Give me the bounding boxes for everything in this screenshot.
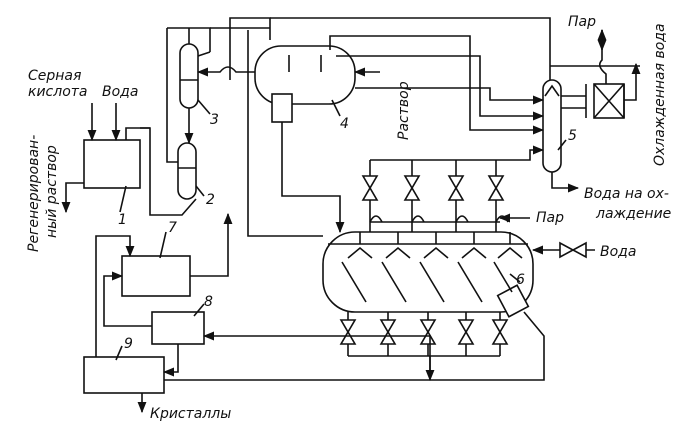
valve-top-1 <box>361 175 379 201</box>
label-water-right: Вода <box>600 244 636 260</box>
valve-bottom-3 <box>419 319 437 345</box>
label-water-cooling-1: Вода на ох- <box>584 186 669 202</box>
valve-top-4 <box>487 175 505 201</box>
number-9: 9 <box>124 336 133 352</box>
equipment-8 <box>151 311 205 345</box>
number-4: 4 <box>340 116 349 132</box>
label-sulfuric-acid: Серная <box>28 68 81 84</box>
label-steam-mid: Пар <box>536 210 564 226</box>
equipment-9 <box>83 356 165 394</box>
valve-bottom-2 <box>379 319 397 345</box>
number-2: 2 <box>206 192 215 208</box>
number-5: 5 <box>568 128 577 144</box>
number-7: 7 <box>168 220 177 236</box>
equipment-4-pot <box>271 93 293 123</box>
label-regenerated-1: Регенерирован- <box>26 135 42 252</box>
equipment-7 <box>121 255 191 297</box>
number-3: 3 <box>210 112 219 128</box>
label-solution-in: Раствор <box>396 81 412 140</box>
label-water-in: Вода <box>102 84 138 100</box>
equipment-3-column <box>179 43 199 109</box>
equipment-6-pot <box>496 284 530 318</box>
valve-bottom-1 <box>339 319 357 345</box>
valve-bottom-4 <box>457 319 475 345</box>
valve-top-2 <box>403 175 421 201</box>
label-sulfuric-acid-2: кислота <box>28 84 88 100</box>
label-cooled-water: Охлажденная вода <box>652 23 668 166</box>
equipment-2-column <box>177 142 197 200</box>
label-regenerated-2: ный раствор <box>44 145 60 238</box>
valve-top-3 <box>447 175 465 201</box>
valve-bottom-5 <box>491 319 509 345</box>
label-water-cooling-2: лаждение <box>595 206 671 222</box>
number-8: 8 <box>204 294 213 310</box>
equipment-1-mixer <box>83 139 141 189</box>
label-steam-top: Пар <box>568 14 596 30</box>
number-1: 1 <box>118 212 127 228</box>
equipment-4-vessel <box>254 45 356 105</box>
label-crystals: Кристаллы <box>150 406 231 422</box>
number-6: 6 <box>516 272 525 288</box>
